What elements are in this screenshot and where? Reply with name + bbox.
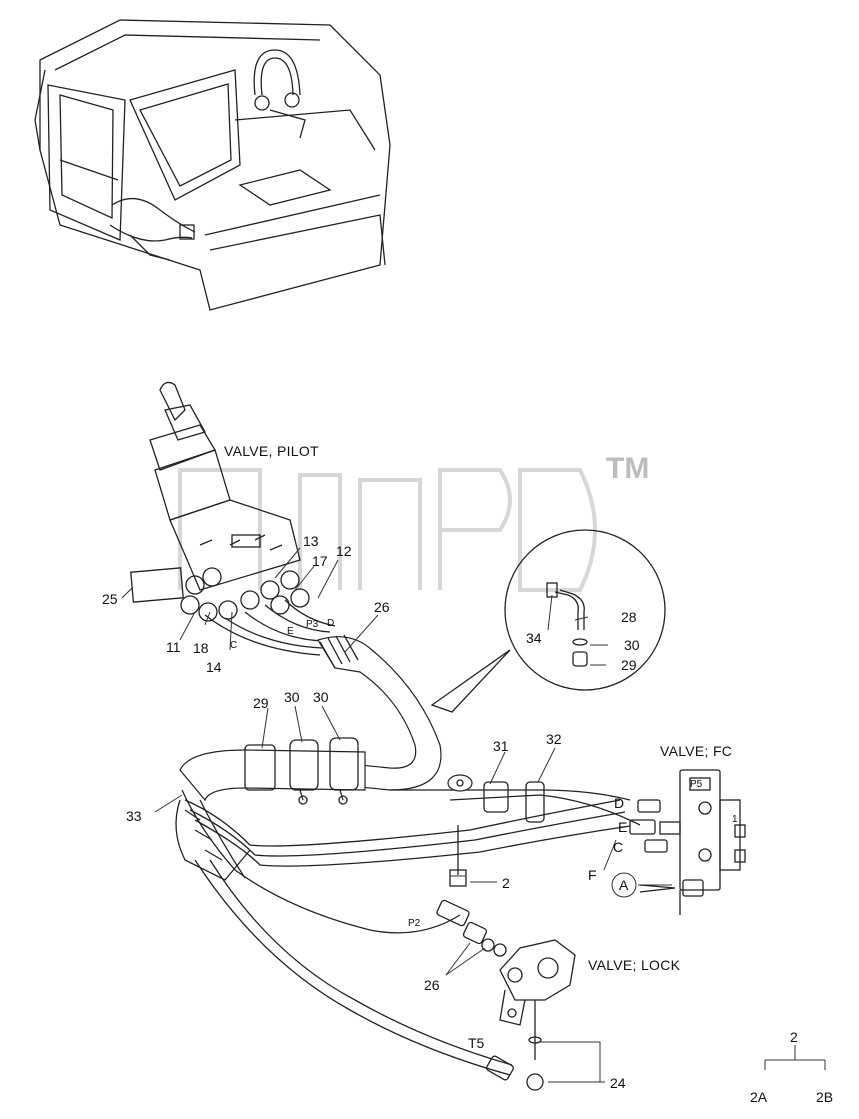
port-label-e-fc: E — [618, 819, 627, 835]
port-label-d-pilot: D — [327, 618, 334, 629]
part-number-30-left: 30 — [284, 689, 300, 705]
part-number-28: 28 — [621, 609, 637, 625]
bolt-2 — [449, 825, 467, 887]
watermark-tm: TM — [606, 452, 649, 485]
port-labels: C E P3 D D E C F P2 T5 A 1 P5 — [230, 618, 738, 1051]
part-number-34: 34 — [526, 630, 542, 646]
fc-port-1: 1 — [732, 814, 738, 825]
part-number-29-detail: 29 — [621, 657, 637, 673]
hose-bundle-clamps — [179, 737, 366, 805]
part-number-26-top: 26 — [374, 599, 390, 615]
tree-leaf-2a: 2A — [750, 1089, 768, 1105]
lock-valve — [499, 939, 576, 1060]
detail-circle — [430, 529, 666, 713]
part-number-12: 12 — [336, 543, 352, 559]
port-label-c-fc: C — [613, 839, 623, 855]
part-number-32: 32 — [546, 731, 562, 747]
part-number-17: 17 — [312, 553, 328, 569]
callout-a: A — [619, 877, 629, 893]
pilot-valve-assembly — [130, 381, 310, 622]
pilot-hoses — [204, 599, 442, 791]
part-number-24: 24 — [610, 1075, 626, 1091]
part-number-33: 33 — [126, 808, 142, 824]
part-number-11: 11 — [166, 639, 181, 655]
part-number-30-right: 30 — [313, 689, 329, 705]
caption-valve-pilot: VALVE, PILOT — [224, 443, 319, 459]
part-numbers: 25 11 18 14 13 17 12 26 28 34 30 29 29 3… — [102, 533, 833, 1105]
main-harness — [175, 774, 641, 1091]
part-number-25: 25 — [102, 591, 118, 607]
part-number-29: 29 — [253, 695, 269, 711]
caption-valve-fc: VALVE; FC — [660, 743, 732, 759]
port-label-e-pilot: E — [287, 626, 294, 637]
part-number-31: 31 — [493, 738, 509, 754]
fc-valve — [629, 769, 746, 915]
port-label-d-fc: D — [614, 795, 624, 811]
part-number-13: 13 — [303, 533, 319, 549]
part-number-2: 2 — [502, 875, 510, 891]
excavator-overview-illustration — [34, 19, 391, 311]
port-label-t5: T5 — [468, 1035, 485, 1051]
fc-port-top: P5 — [690, 779, 703, 790]
port-label-p3: P3 — [306, 619, 319, 630]
part-number-30-detail: 30 — [624, 637, 640, 653]
port-label-c-pilot: C — [230, 640, 237, 651]
watermark: TM — [178, 452, 649, 592]
tree-root-2: 2 — [790, 1029, 798, 1045]
leader-lines — [121, 547, 826, 1083]
tree-leaf-2b: 2B — [816, 1089, 833, 1105]
port-label-f: F — [588, 867, 597, 883]
part-number-18: 18 — [193, 640, 209, 656]
part-number-14: 14 — [206, 659, 222, 675]
port-label-p2: P2 — [408, 918, 421, 929]
part-number-26-bottom: 26 — [424, 977, 440, 993]
captions: VALVE, PILOT VALVE; FC VALVE; LOCK — [224, 443, 732, 973]
caption-valve-lock: VALVE; LOCK — [588, 957, 681, 973]
